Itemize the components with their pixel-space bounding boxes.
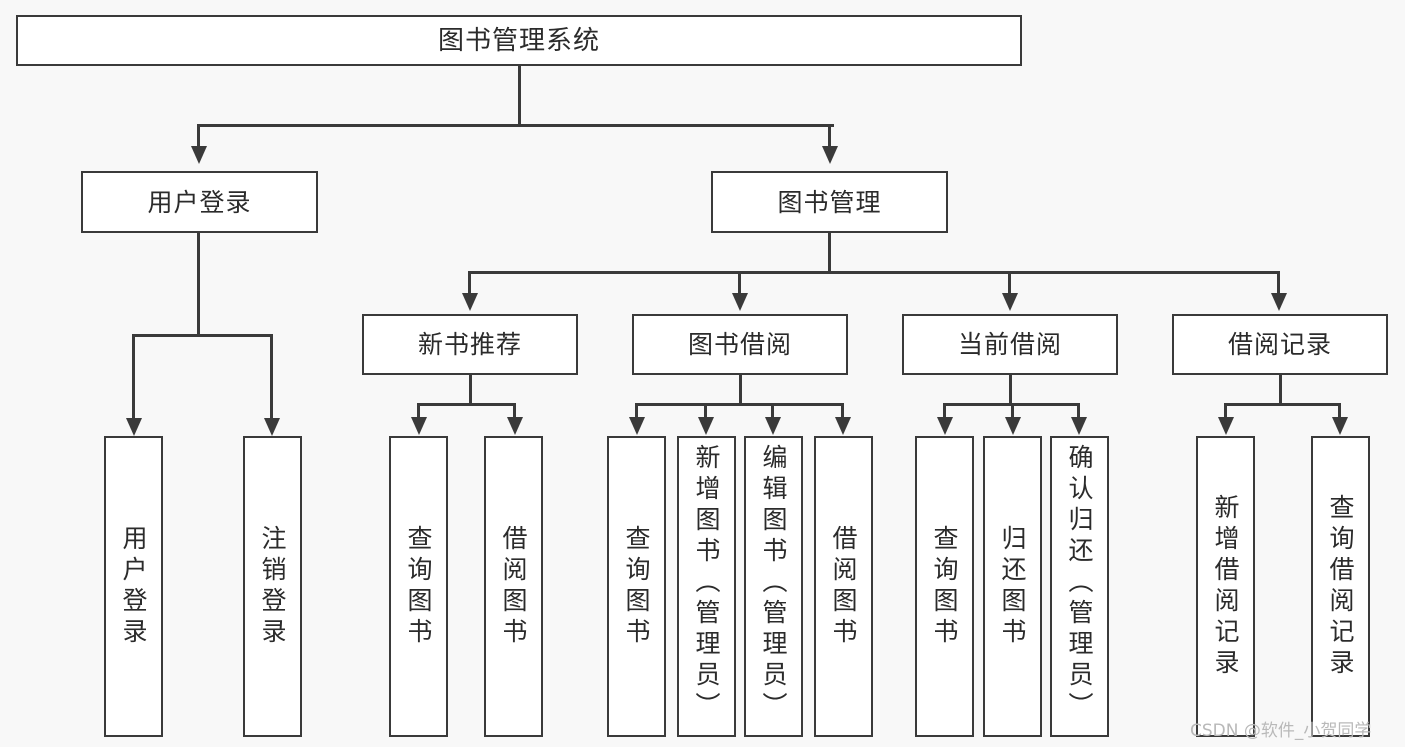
connector-br-to-leaf-2 xyxy=(1338,403,1341,417)
leaf-label: 新增图书（管理员） xyxy=(692,444,721,723)
arrow-to-new-book-recommend xyxy=(462,293,478,311)
leaf-label: 查询借阅记录 xyxy=(1326,493,1355,680)
node-new-book-recommend[interactable]: 新书推荐 xyxy=(362,314,578,375)
connector-to-current-borrow xyxy=(1008,271,1011,293)
arrow-to-leaf-edit-book xyxy=(765,417,781,435)
arrow-to-book-management xyxy=(822,146,838,164)
arrow-to-leaf-borrow-book-1 xyxy=(507,417,523,435)
arrow-to-current-borrow xyxy=(1002,293,1018,311)
arrow-to-leaf-confirm-return xyxy=(1071,417,1087,435)
connector-br-to-leaf-1 xyxy=(1224,403,1227,417)
connector-nbr-to-leaf-1 xyxy=(417,403,420,417)
node-borrow-record[interactable]: 借阅记录 xyxy=(1172,314,1388,375)
arrow-to-leaf-query-borrow-record xyxy=(1332,417,1348,435)
connector-book-borrow-stem xyxy=(739,375,742,405)
connector-new-book-recommend-bus xyxy=(417,403,516,406)
connector-level3-bus xyxy=(468,271,1280,274)
leaf-user-login[interactable]: 用户登录 xyxy=(104,436,163,737)
node-current-borrow[interactable]: 当前借阅 xyxy=(902,314,1118,375)
leaf-query-book-current[interactable]: 查询图书 xyxy=(915,436,974,737)
connector-user-login-to-leaf-1 xyxy=(132,334,135,418)
leaf-label: 注销登录 xyxy=(258,524,287,649)
node-label: 借阅记录 xyxy=(1227,330,1332,359)
connector-root-bus xyxy=(197,124,834,127)
connector-book-borrow-bus xyxy=(635,403,844,406)
leaf-edit-book-admin[interactable]: 编辑图书（管理员） xyxy=(744,436,803,737)
arrow-to-borrow-record xyxy=(1271,293,1287,311)
leaf-add-book-admin[interactable]: 新增图书（管理员） xyxy=(677,436,736,737)
connector-bb-to-leaf-4 xyxy=(841,403,844,417)
arrow-to-leaf-query-book-1 xyxy=(411,417,427,435)
connector-nbr-to-leaf-2 xyxy=(513,403,516,417)
leaf-borrow-book[interactable]: 借阅图书 xyxy=(814,436,873,737)
connector-borrow-record-stem xyxy=(1279,375,1282,405)
node-user-login[interactable]: 用户登录 xyxy=(81,171,318,233)
connector-borrow-record-bus xyxy=(1224,403,1341,406)
node-label: 图书借阅 xyxy=(687,330,792,359)
leaf-return-book[interactable]: 归还图书 xyxy=(983,436,1042,737)
connector-bb-to-leaf-2 xyxy=(704,403,707,417)
connector-root-to-user-login xyxy=(197,124,200,146)
leaf-query-book-new-recommend[interactable]: 查询图书 xyxy=(389,436,448,737)
node-book-borrow[interactable]: 图书借阅 xyxy=(632,314,848,375)
node-label: 图书管理 xyxy=(777,187,882,217)
connector-user-login-bus xyxy=(132,334,273,337)
connector-bb-to-leaf-3 xyxy=(771,403,774,417)
connector-cb-to-leaf-3 xyxy=(1077,403,1080,417)
leaf-label: 用户登录 xyxy=(119,524,148,649)
leaf-label: 归还图书 xyxy=(998,524,1027,649)
connector-book-management-stem xyxy=(828,233,831,273)
connector-user-login-stem xyxy=(197,233,200,336)
leaf-confirm-return-admin[interactable]: 确认归还（管理员） xyxy=(1050,436,1109,737)
leaf-label: 编辑图书（管理员） xyxy=(759,444,788,723)
node-root-book-management-system[interactable]: 图书管理系统 xyxy=(16,15,1022,66)
arrow-to-leaf-add-borrow-record xyxy=(1218,417,1234,435)
connector-bb-to-leaf-1 xyxy=(635,403,638,417)
leaf-query-book-borrow[interactable]: 查询图书 xyxy=(607,436,666,737)
connector-cb-to-leaf-2 xyxy=(1011,403,1014,417)
node-label: 用户登录 xyxy=(147,187,252,217)
leaf-label: 查询图书 xyxy=(404,524,433,649)
leaf-label: 确认归还（管理员） xyxy=(1065,444,1094,723)
node-label: 图书管理系统 xyxy=(437,25,600,56)
connector-to-borrow-record xyxy=(1277,271,1280,293)
arrow-to-leaf-user-login xyxy=(126,418,142,436)
leaf-label: 借阅图书 xyxy=(499,524,528,649)
leaf-borrow-book-new-recommend[interactable]: 借阅图书 xyxy=(484,436,543,737)
arrow-to-leaf-return-book xyxy=(1005,417,1021,435)
leaf-query-borrow-record[interactable]: 查询借阅记录 xyxy=(1311,436,1370,737)
connector-user-login-to-leaf-2 xyxy=(270,334,273,418)
csdn-watermark: CSDN @软件_小贺同学 xyxy=(1190,721,1372,741)
arrow-to-book-borrow xyxy=(732,293,748,311)
leaf-logout[interactable]: 注销登录 xyxy=(243,436,302,737)
connector-new-book-recommend-stem xyxy=(469,375,472,405)
leaf-label: 查询图书 xyxy=(930,524,959,649)
connector-cb-to-leaf-1 xyxy=(943,403,946,417)
node-label: 新书推荐 xyxy=(417,330,522,359)
node-book-management[interactable]: 图书管理 xyxy=(711,171,948,233)
node-label: 当前借阅 xyxy=(957,330,1062,359)
connector-to-new-book-recommend xyxy=(468,271,471,293)
connector-to-book-borrow xyxy=(738,271,741,293)
connector-root-stem xyxy=(518,66,521,124)
arrow-to-leaf-borrow-book-2 xyxy=(835,417,851,435)
arrow-to-leaf-query-book-3 xyxy=(937,417,953,435)
arrow-to-user-login xyxy=(191,146,207,164)
leaf-label: 借阅图书 xyxy=(829,524,858,649)
connector-current-borrow-stem xyxy=(1009,375,1012,405)
arrow-to-leaf-logout xyxy=(264,418,280,436)
connector-root-to-book-management xyxy=(828,124,831,146)
arrow-to-leaf-add-book xyxy=(698,417,714,435)
leaf-add-borrow-record[interactable]: 新增借阅记录 xyxy=(1196,436,1255,737)
leaf-label: 查询图书 xyxy=(622,524,651,649)
arrow-to-leaf-query-book-2 xyxy=(629,417,645,435)
leaf-label: 新增借阅记录 xyxy=(1211,493,1240,680)
